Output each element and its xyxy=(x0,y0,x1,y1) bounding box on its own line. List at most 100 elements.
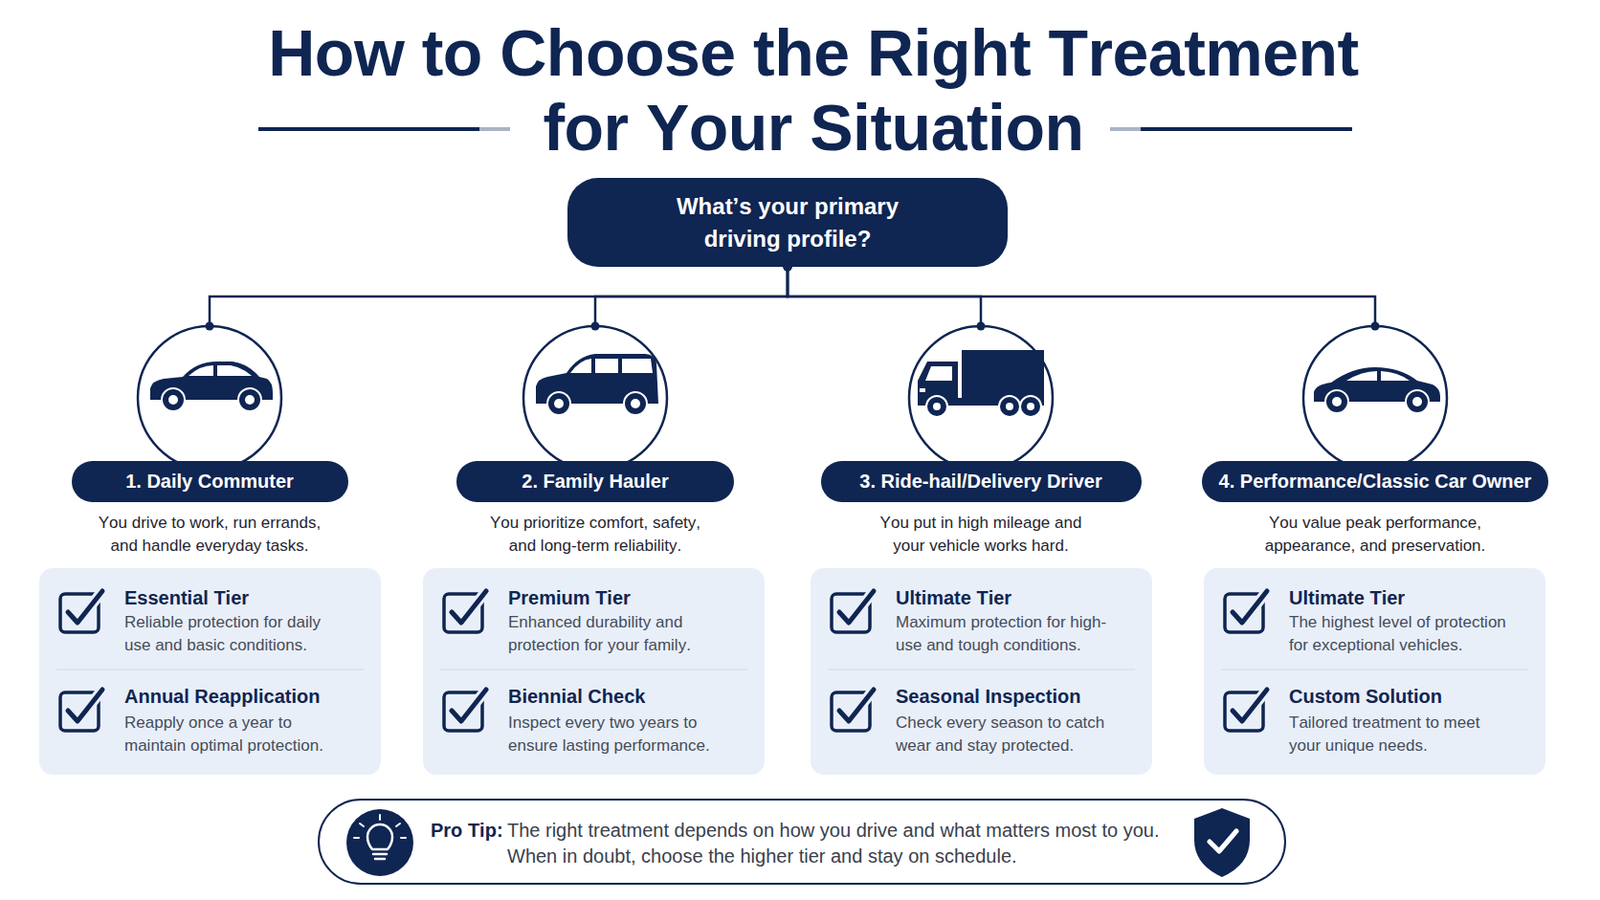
bulb-ray xyxy=(396,823,400,827)
title-rule xyxy=(1140,127,1353,132)
truck-chassis xyxy=(917,398,1045,406)
car-wheel xyxy=(1405,390,1429,414)
shield-icon xyxy=(1194,808,1250,878)
car-hub xyxy=(1412,397,1423,407)
option-description: Enhanced durability and protection for y… xyxy=(508,611,724,658)
option-heading: Annual Reapplication xyxy=(124,684,369,710)
profile-title: 4. Performance/Classic Car Owner xyxy=(1201,461,1549,503)
connector-line xyxy=(787,266,1376,327)
bulb-ray xyxy=(359,823,364,827)
option-description: Tailored treatment to meet your unique n… xyxy=(1288,711,1512,758)
car-hub xyxy=(1332,397,1342,407)
bulb-ray xyxy=(400,837,406,840)
option-heading: Premium Tier xyxy=(508,585,753,611)
car-wheel xyxy=(238,388,262,412)
check-icon xyxy=(1224,591,1267,633)
car-body xyxy=(1313,367,1441,402)
title-rule xyxy=(1110,127,1141,132)
connector-line xyxy=(787,266,981,327)
check-icon xyxy=(831,689,874,732)
car-wheel xyxy=(161,388,185,412)
check-icon xyxy=(60,591,103,633)
icon-circle xyxy=(1303,326,1447,470)
card-divider xyxy=(56,669,364,671)
car-wheel xyxy=(547,392,571,416)
card-divider xyxy=(1221,669,1529,671)
option-heading: Biennial Check xyxy=(508,684,753,710)
car-window xyxy=(217,365,252,377)
car-window xyxy=(570,358,592,374)
card-divider xyxy=(827,669,1135,671)
option-description: The highest level of protection for exce… xyxy=(1288,611,1512,658)
truck-icon xyxy=(917,350,1045,418)
tier-card: Ultimate TierThe highest level of protec… xyxy=(1203,568,1546,776)
junction-dot xyxy=(977,322,986,332)
connector-line xyxy=(209,266,788,327)
profile-node: 4. Performance/Classic Car OwnerYou valu… xyxy=(1193,326,1557,560)
card-divider xyxy=(440,669,748,671)
option-heading: Ultimate Tier xyxy=(895,585,1140,611)
car-window xyxy=(1346,371,1378,381)
profile-description: You put in high mileage and your vehicle… xyxy=(871,511,1090,558)
bulb-glass xyxy=(367,824,393,850)
car-hub xyxy=(244,395,255,405)
truck-cab xyxy=(917,361,958,406)
truck-hub xyxy=(1026,402,1035,411)
diagram-title: How to Choose the Right Treatment for Yo… xyxy=(239,15,1388,165)
car-window xyxy=(188,365,214,377)
truck-wheel xyxy=(926,396,948,418)
car-wheel xyxy=(1325,390,1349,414)
tip-box: Pro Tip:The right treatment depends on h… xyxy=(317,799,1287,886)
option-heading: Essential Tier xyxy=(124,585,369,611)
junction-dot xyxy=(591,322,600,332)
tier-card: Ultimate TierMaximum protection for high… xyxy=(810,568,1153,776)
junction-dot xyxy=(783,263,793,272)
car-window xyxy=(1380,371,1410,381)
truck-hub xyxy=(1005,402,1014,411)
option-heading: Ultimate Tier xyxy=(1288,585,1534,611)
profile-node: 1. Daily CommuterYou drive to work, run … xyxy=(27,326,392,560)
junction-dot xyxy=(1371,322,1380,332)
profile-description: You drive to work, run errands, and hand… xyxy=(90,511,329,558)
profile-node: 3. Ride-hail/Delivery DriverYou put in h… xyxy=(799,326,1163,560)
option-heading: Custom Solution xyxy=(1288,684,1534,710)
car-window xyxy=(595,358,619,374)
option-description: Check every season to catch wear and sta… xyxy=(895,711,1126,758)
title-rule xyxy=(479,127,511,132)
option-heading: Seasonal Inspection xyxy=(895,684,1140,710)
truck-hub xyxy=(933,402,941,411)
check-icon xyxy=(60,689,103,732)
car-window xyxy=(622,358,653,374)
profile-description: You prioritize comfort, safety, and long… xyxy=(482,511,709,558)
bulb-base xyxy=(373,853,387,857)
junction-dot xyxy=(783,263,793,272)
truck-light xyxy=(919,388,926,393)
icon-circle xyxy=(137,326,282,470)
tier-card: Essential TierReliable protection for da… xyxy=(39,568,381,776)
bulb-base xyxy=(375,858,385,862)
sports-car-icon xyxy=(1313,367,1441,414)
option-description: Inspect every two years to ensure lastin… xyxy=(508,711,724,758)
car-body xyxy=(535,354,659,404)
car-hub xyxy=(168,395,178,405)
car-wheel xyxy=(623,392,647,416)
bulb-badge xyxy=(346,809,414,877)
check-icon xyxy=(831,591,874,633)
tier-card: Premium TierEnhanced durability and prot… xyxy=(422,568,765,776)
check-icon xyxy=(444,689,487,732)
connector-line xyxy=(595,266,788,327)
truck-box xyxy=(961,350,1045,402)
icon-circle xyxy=(523,326,667,470)
junction-dot xyxy=(783,263,793,272)
profile-title: 3. Ride-hail/Delivery Driver xyxy=(821,461,1142,503)
check-icon xyxy=(1224,689,1267,732)
car-hub xyxy=(554,399,564,409)
option-description: Maximum protection for high-use and toug… xyxy=(895,611,1126,658)
bulb-ray xyxy=(354,837,359,840)
profile-description: You value peak performance, appearance, … xyxy=(1260,511,1490,558)
junction-dot xyxy=(205,322,215,332)
icon-circle xyxy=(909,326,1053,470)
shield-check xyxy=(1209,831,1237,852)
